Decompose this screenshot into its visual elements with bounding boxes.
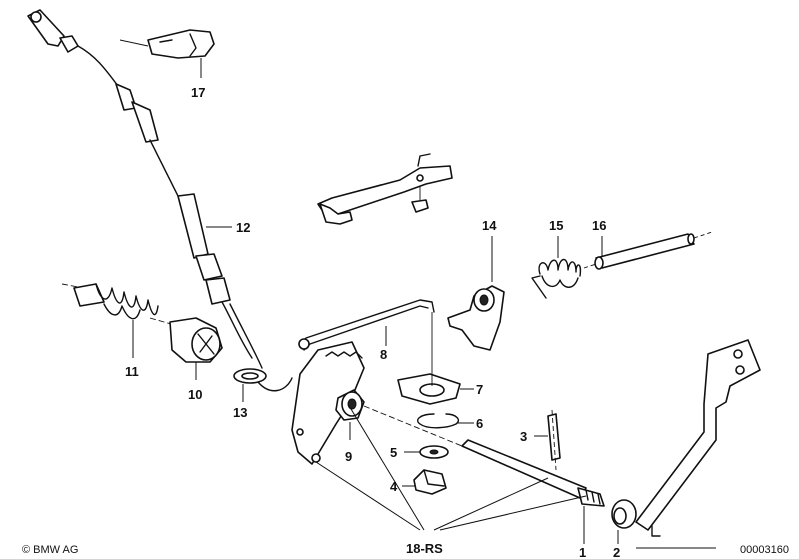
- part-17-clip[interactable]: [119, 29, 215, 78]
- part-12-cable[interactable]: [27, 9, 263, 369]
- part-15-spring[interactable]: [531, 236, 582, 299]
- callout-7: 7: [476, 382, 483, 397]
- callout-18-rs: 18-RS: [406, 541, 443, 556]
- part-16-pin[interactable]: [583, 231, 713, 270]
- callout-10: 10: [188, 387, 202, 402]
- part-10-bushing[interactable]: [169, 317, 223, 380]
- part-4-clip[interactable]: [402, 469, 447, 495]
- callout-2: 2: [613, 545, 620, 559]
- leader-lines-18-rs: [315, 403, 587, 531]
- part-14-bracket[interactable]: [447, 236, 505, 351]
- callout-5: 5: [390, 445, 397, 460]
- callout-15: 15: [549, 218, 563, 233]
- diagram-number: 00003160: [740, 544, 789, 556]
- callout-8: 8: [380, 347, 387, 362]
- copyright-notice: © BMW AG: [22, 544, 78, 556]
- callout-4: 4: [390, 479, 398, 494]
- pedal-arm[interactable]: [635, 339, 761, 549]
- callout-11: 11: [125, 364, 139, 379]
- part-7-lever[interactable]: [397, 312, 474, 405]
- callout-13: 13: [233, 405, 247, 420]
- part-1-shaft[interactable]: [363, 405, 605, 544]
- callout-6: 6: [476, 416, 483, 431]
- callout-14: 14: [482, 218, 497, 233]
- part-2-bushing[interactable]: [611, 499, 637, 544]
- part-3-pin[interactable]: [534, 409, 561, 471]
- copyright-text: © BMW AG: [22, 544, 78, 556]
- callout-3: 3: [520, 429, 527, 444]
- top-bracket[interactable]: [317, 153, 453, 225]
- part-5-washer[interactable]: [404, 445, 449, 459]
- part-6-circlip[interactable]: [417, 413, 474, 429]
- callout-12: 12: [236, 220, 250, 235]
- callout-16: 16: [592, 218, 606, 233]
- part-13-ring[interactable]: [233, 368, 293, 402]
- callout-9: 9: [345, 449, 352, 464]
- callout-17: 17: [191, 85, 205, 100]
- part-8-rod[interactable]: [298, 299, 435, 351]
- part-11-spring[interactable]: [61, 283, 179, 358]
- callout-1: 1: [579, 545, 586, 559]
- part-9-bracket[interactable]: [291, 341, 365, 465]
